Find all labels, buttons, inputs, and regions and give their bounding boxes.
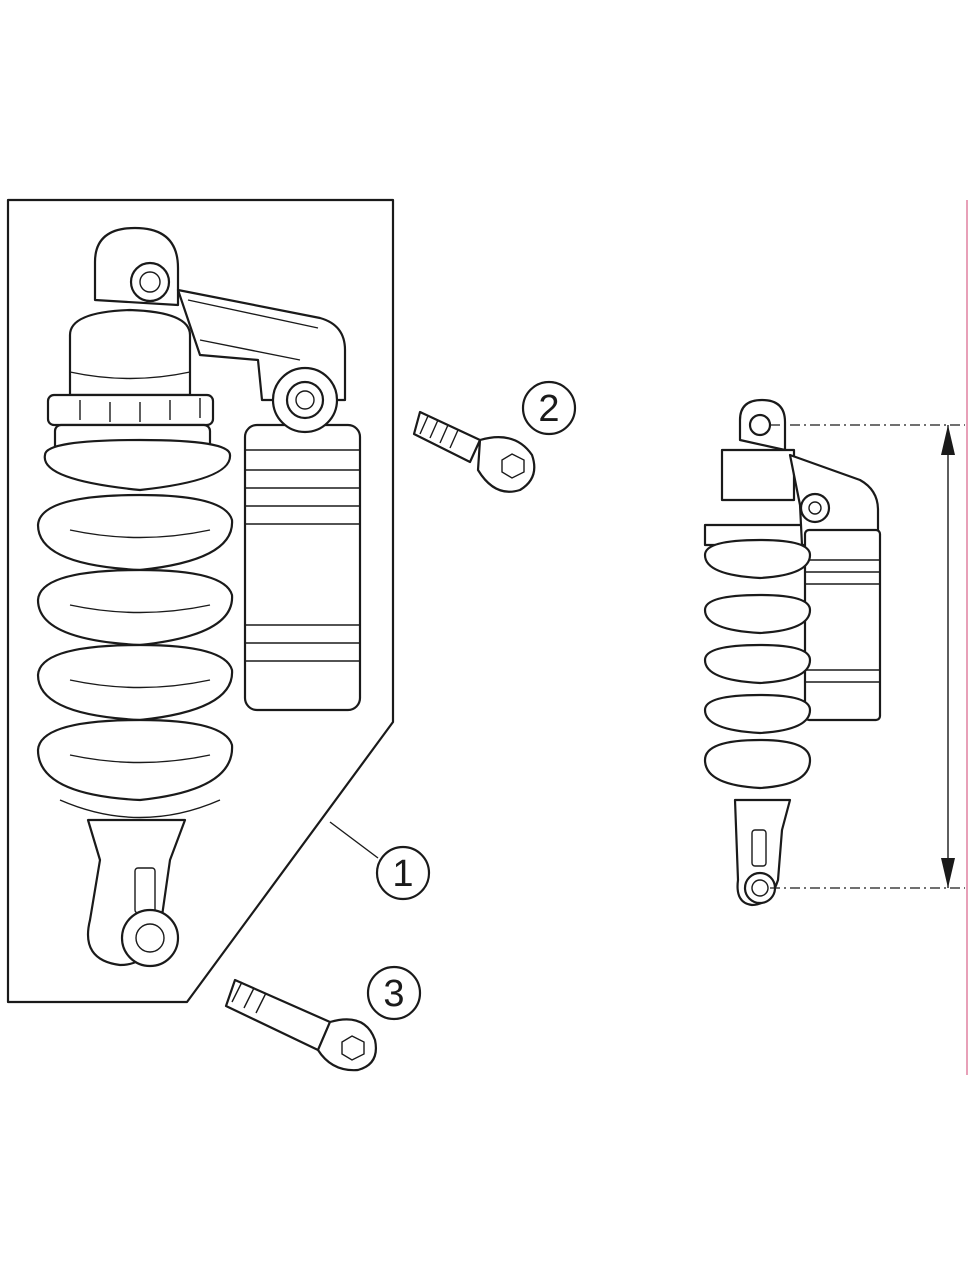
coil-spring [36,438,234,819]
callout-3: 3 [366,965,422,1021]
callout-2: 2 [521,380,577,436]
dimension-indicator [770,424,965,889]
bolt-upper [412,410,536,493]
shock-absorber-side-view [703,398,882,907]
bolt-lower [224,978,377,1072]
callout-2-label: 2 [538,388,559,430]
callout-3-label: 3 [383,973,404,1015]
callout-1: 1 [375,845,431,901]
leader-line-1 [329,821,379,859]
shock-absorber-assembly [6,198,395,1004]
callout-1-label: 1 [392,853,413,895]
reservoir [243,366,362,712]
